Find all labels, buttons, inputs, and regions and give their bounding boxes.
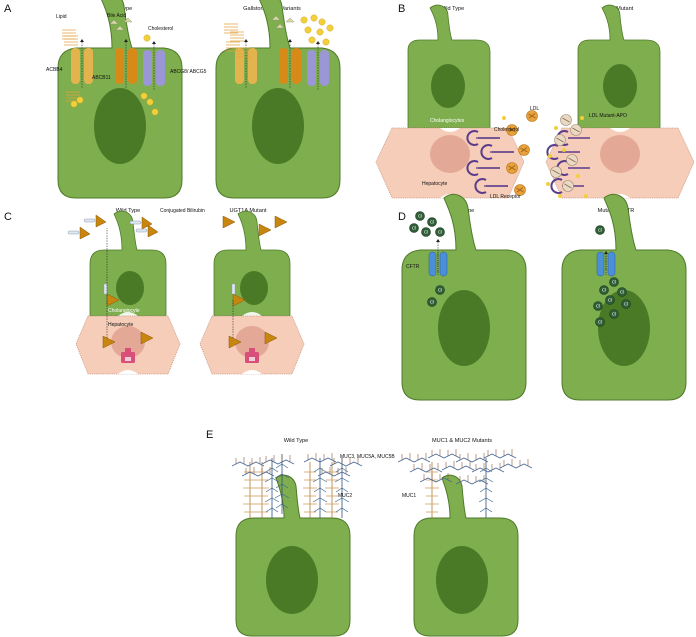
panel-a-abcb11-label: ABCB11: [92, 75, 111, 81]
panel-d: D Wild Type Mutated CFTR Cl Cl Cl Cl Cl …: [398, 193, 687, 401]
panel-a-lipid-label: Lipid: [56, 14, 67, 20]
panel-b: B Wild Type APO Mutant Cholangiocytes He…: [375, 3, 695, 200]
svg-text:Cl: Cl: [620, 290, 624, 295]
panel-b-hepatocyte-label: Hepatocyte: [422, 181, 448, 187]
panel-c-wild: Conjugated Bilirubin Cholangiocyte Hepat…: [67, 208, 205, 375]
svg-text:Cl: Cl: [598, 228, 602, 233]
panel-a-cholesterol-label: Cholesterol: [148, 26, 173, 32]
panel-letter-b: B: [398, 3, 405, 15]
panel-letter-c: C: [4, 211, 12, 223]
panel-a-bile-acid-label: Bile Acid: [107, 13, 126, 19]
panel-c: C Wild Type UGT1A Mutant Conjugated Bili…: [4, 208, 305, 375]
panel-letter-d: D: [398, 211, 406, 223]
panel-e-muc1-label: MUC1: [402, 493, 416, 499]
panel-letter-a: A: [4, 3, 12, 15]
svg-text:Cl: Cl: [608, 298, 612, 303]
panel-d-mutant-ions: Cl Cl Cl Cl Cl Cl Cl Cl Cl: [593, 225, 631, 327]
svg-text:Cl: Cl: [430, 300, 434, 305]
svg-text:Cl: Cl: [598, 320, 602, 325]
panel-e-mutant-mucins: [397, 448, 533, 519]
panel-e-muc-group-label: MUC3, MUC5A, MUC5B: [340, 454, 395, 460]
panel-b-ldl-receptor-label: LDL Receptor: [490, 194, 521, 200]
svg-text:Cl: Cl: [418, 214, 422, 219]
panel-d-mutant-cell: Cl Cl Cl Cl Cl Cl Cl Cl Cl: [561, 193, 687, 401]
panel-d-wild-cell: Cl Cl Cl Cl Cl Cl Cl CFTR: [401, 193, 527, 401]
panel-d-wild-ions: Cl Cl Cl Cl Cl Cl Cl: [409, 211, 445, 307]
svg-text:Cl: Cl: [424, 230, 428, 235]
svg-text:Cl: Cl: [612, 312, 616, 317]
panel-c-conjugated-bilirubin-label: Conjugated Bilirubin: [160, 208, 205, 214]
panel-d-cftr-label: CFTR: [406, 264, 420, 270]
panel-b-wild: Cholangiocytes Hepatocyte Cholesterol LD…: [375, 4, 539, 200]
panel-b-ldl-mutant-label: LDL Mutant-APO: [589, 113, 627, 119]
panel-a-risk-cell: [215, 0, 341, 199]
svg-text:Cl: Cl: [438, 288, 442, 293]
panel-a-abcg-label: ABCG8/ ABCG5: [170, 69, 207, 75]
panel-e-title-left: Wild Type: [284, 438, 308, 444]
svg-text:Cl: Cl: [438, 230, 442, 235]
svg-text:Cl: Cl: [596, 304, 600, 309]
svg-text:Cl: Cl: [412, 226, 416, 231]
panel-e-title-right: MUC1 & MUC2 Mutants: [432, 438, 492, 444]
panel-b-title-left: Wild Type: [440, 6, 464, 12]
svg-text:Cl: Cl: [430, 220, 434, 225]
panel-b-cholesterol-label: Cholesterol: [494, 127, 519, 133]
panel-letter-e: E: [206, 429, 213, 441]
panel-a-wild-cell: Lipid Bile Acid Cholesterol ACBB4 ABCB11…: [46, 0, 207, 199]
panel-c-cholangiocyte-label: Cholangiocyte: [108, 308, 140, 314]
svg-text:Cl: Cl: [624, 302, 628, 307]
panel-b-ldl-label: LDL: [530, 106, 539, 112]
panel-e-mutant-cell: MUC1: [397, 448, 533, 637]
panel-b-apo: LDL Mutant-APO: [545, 4, 695, 199]
panel-e-muc2-label: MUC2: [338, 493, 352, 499]
panel-c-hepatocyte-label: Hepatocyte: [108, 322, 134, 328]
panel-a-abcb4-label: ACBB4: [46, 67, 63, 73]
panel-a: A Wild Type Gallstone Risk Variants Lipi…: [4, 0, 341, 199]
panel-e-wild-cell: MUC3, MUC5A, MUC5B MUC2: [231, 452, 395, 637]
svg-text:Cl: Cl: [612, 280, 616, 285]
panel-c-title-left: Wild Type: [116, 208, 140, 214]
panel-c-ugt1a-mutant: [199, 210, 305, 375]
panel-b-cholangiocytes-label: Cholangiocytes: [430, 118, 465, 124]
panel-e: E Wild Type MUC1 & MUC2 Mutants MUC3, MU…: [206, 429, 533, 637]
svg-text:Cl: Cl: [602, 288, 606, 293]
